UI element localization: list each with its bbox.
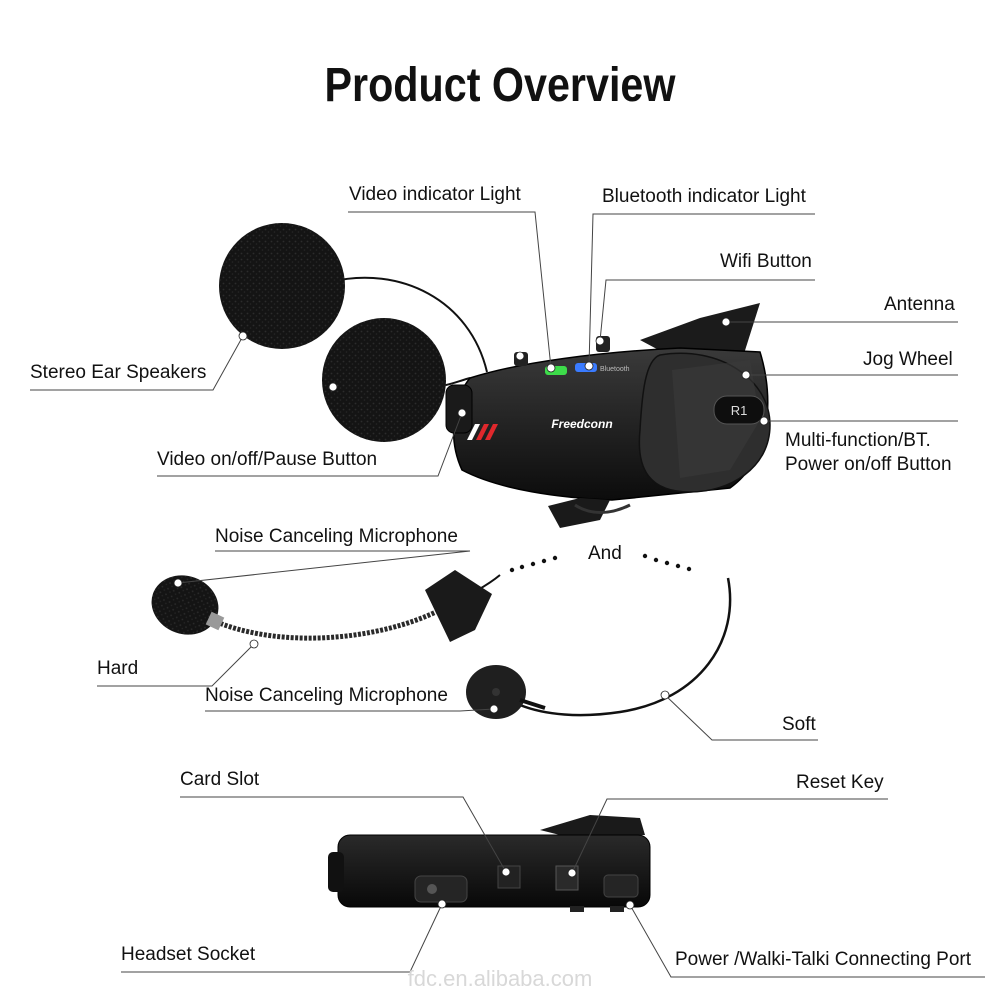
speaker-left bbox=[219, 223, 345, 349]
label-hard: Hard bbox=[97, 658, 139, 679]
watermark: fdc.en.alibaba.com bbox=[407, 966, 593, 991]
label-headset-socket: Headset Socket bbox=[121, 944, 256, 965]
label-noise-mic-top: Noise Canceling Microphone bbox=[215, 526, 458, 547]
decor-stripes bbox=[467, 424, 498, 440]
label-jog-wheel: Jog Wheel bbox=[863, 349, 953, 370]
label-noise-mic-bottom: Noise Canceling Microphone bbox=[205, 685, 448, 706]
brand-logo: Freedconn bbox=[551, 417, 612, 431]
label-antenna: Antenna bbox=[884, 294, 955, 315]
bluetooth-small-text: Bluetooth bbox=[600, 366, 630, 373]
callout-dots bbox=[173, 317, 769, 910]
soft-microphone bbox=[466, 577, 732, 719]
label-and: And bbox=[588, 543, 622, 564]
page-title: Product Overview bbox=[324, 59, 676, 112]
intercom-device: R1 Freedconn Bluetooth bbox=[445, 303, 771, 528]
label-stereo-ear-speakers: Stereo Ear Speakers bbox=[30, 362, 207, 383]
label-multi-function-line2: Power on/off Button bbox=[785, 454, 952, 475]
model-label: R1 bbox=[731, 403, 748, 418]
label-card-slot: Card Slot bbox=[180, 769, 260, 790]
label-multi-function-line1: Multi-function/BT. bbox=[785, 430, 931, 451]
label-video-pause-button: Video on/off/Pause Button bbox=[157, 449, 378, 470]
label-wifi-button: Wifi Button bbox=[720, 251, 812, 272]
label-soft: Soft bbox=[782, 714, 816, 735]
device-side-view bbox=[328, 815, 651, 912]
connector-dots bbox=[509, 553, 692, 573]
ear-speakers bbox=[219, 223, 488, 442]
label-power-port: Power /Walki-Talki Connecting Port bbox=[675, 949, 972, 970]
callout-lines bbox=[30, 211, 985, 978]
label-video-indicator-light: Video indicator Light bbox=[349, 184, 521, 205]
label-reset-key: Reset Key bbox=[796, 772, 884, 793]
label-bluetooth-indicator-light: Bluetooth indicator Light bbox=[602, 186, 806, 207]
speaker-right bbox=[322, 318, 446, 442]
hard-microphone bbox=[151, 570, 501, 642]
